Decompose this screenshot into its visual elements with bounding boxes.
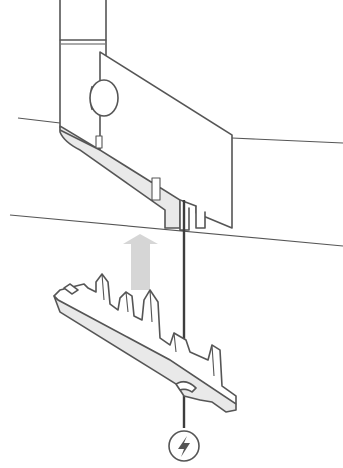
upper-surface-line-left xyxy=(17,117,61,124)
tray-tab xyxy=(63,283,79,295)
tray-fin-1 xyxy=(101,273,105,301)
bracket-slot-2 xyxy=(95,135,103,149)
lower-surface-line xyxy=(9,214,343,247)
surface-lines xyxy=(9,117,343,247)
bracket-rail-right xyxy=(195,205,206,229)
tray-fin-4 xyxy=(173,332,177,353)
screw-knob-ridge xyxy=(89,85,93,111)
up-arrow-icon xyxy=(123,234,158,290)
lightning-bolt-icon xyxy=(168,430,200,462)
tray-top-outline xyxy=(53,273,237,405)
bracket-slot-1 xyxy=(151,177,161,201)
screw-knob xyxy=(89,79,119,117)
upper-surface-line-right xyxy=(231,137,343,144)
tray-cable-notch xyxy=(175,380,197,393)
bracket-lower-edge xyxy=(59,129,101,151)
power-icon-bolt xyxy=(178,436,190,457)
tray-fin-3 xyxy=(149,289,153,323)
up-arrow-shape xyxy=(123,234,158,290)
base-tray xyxy=(53,273,237,413)
tray-fin-5 xyxy=(211,344,215,377)
tray-fin-2 xyxy=(125,291,129,313)
